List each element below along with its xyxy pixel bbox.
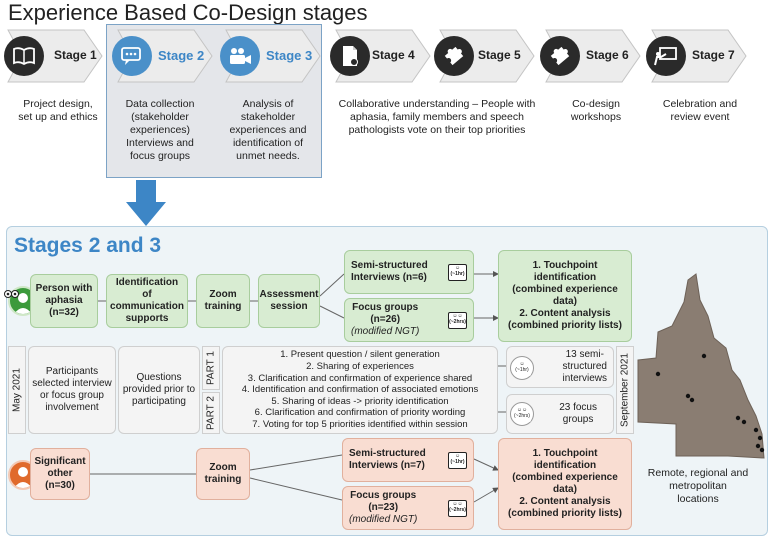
analysis-result-box: 1. Touchpoint identification(combined ex… <box>498 250 632 342</box>
focus-groups-box: Focus groups(n=26)(modified NGT) ☺☺(~2hr… <box>344 298 474 342</box>
location-dots <box>655 353 765 453</box>
step-3: 3. Clarification and confirmation of exp… <box>247 372 473 384</box>
interview-screen-icon: ☺(~1hr) <box>448 263 467 281</box>
stage-4-label: Stage 4 <box>372 48 415 62</box>
chat-icon <box>112 36 152 76</box>
stage-5-label: Stage 5 <box>478 48 521 62</box>
queensland-map <box>637 273 765 459</box>
stage-6-description: Co-design workshops <box>570 98 622 123</box>
part-2-label: PART 2 <box>202 392 220 434</box>
part-1-label: PART 1 <box>202 346 220 390</box>
page-title: Experience Based Co-Design stages <box>8 0 368 25</box>
map-shape <box>637 273 765 459</box>
focus-groups-box: Focus groups(n=23)(modified NGT) ☺☺(~2hr… <box>342 486 474 530</box>
stage-2-label: Stage 2 <box>158 48 205 63</box>
stage-2-description: Data collection (stakeholder experiences… <box>125 98 195 162</box>
step-4: 4. Identification and confirmation of as… <box>241 384 479 396</box>
stage-7-description: Celebration and review event <box>662 98 738 123</box>
video-camera-icon <box>220 36 260 76</box>
stage-6-label: Stage 6 <box>586 48 629 62</box>
group-screen-icon: ☺☺(~2hrs) <box>510 402 534 426</box>
stage-3-description: Analysis of stakeholder experiences and … <box>229 98 307 162</box>
aphasia-symbol-icon <box>4 286 19 298</box>
book-icon <box>4 36 44 76</box>
panel-title: Stages 2 and 3 <box>14 234 162 257</box>
document-icon <box>330 36 370 76</box>
stage-4-5-description: Collaborative understanding – People wit… <box>338 98 536 136</box>
stage-1-label: Stage 1 <box>54 48 97 62</box>
puzzle-icon <box>540 36 580 76</box>
interview-screen-icon: ☺(~1hr) <box>510 356 534 380</box>
analysis-result-box: 1. Touchpoint identification(combined ex… <box>498 438 632 530</box>
step-7: 7. Voting for top 5 priorities identifie… <box>252 418 468 430</box>
down-arrow-icon <box>126 180 166 226</box>
session-steps-box: 1. Present question / silent generation … <box>222 346 498 434</box>
group-screen-icon: ☺☺(~2hrs) <box>448 499 467 517</box>
step-5: 5. Sharing of ideas -> priority identifi… <box>271 395 449 407</box>
puzzle-icon <box>434 36 474 76</box>
stage-7-label: Stage 7 <box>692 48 735 62</box>
step-6: 6. Clarification and confirmation of pri… <box>254 407 466 419</box>
end-date-label: September 2021 <box>616 346 634 434</box>
stage-1-description: Project design, set up and ethics <box>18 98 98 123</box>
start-date-label: May 2021 <box>8 346 26 434</box>
step-1: 1. Present question / silent generation <box>280 349 440 361</box>
presentation-icon <box>646 36 686 76</box>
stage-3-label: Stage 3 <box>266 48 313 63</box>
interview-screen-icon: ☺(~1hr) <box>448 451 467 469</box>
group-screen-icon: ☺☺(~2hrs) <box>448 311 467 329</box>
step-2: 2. Sharing of experiences <box>306 361 414 373</box>
